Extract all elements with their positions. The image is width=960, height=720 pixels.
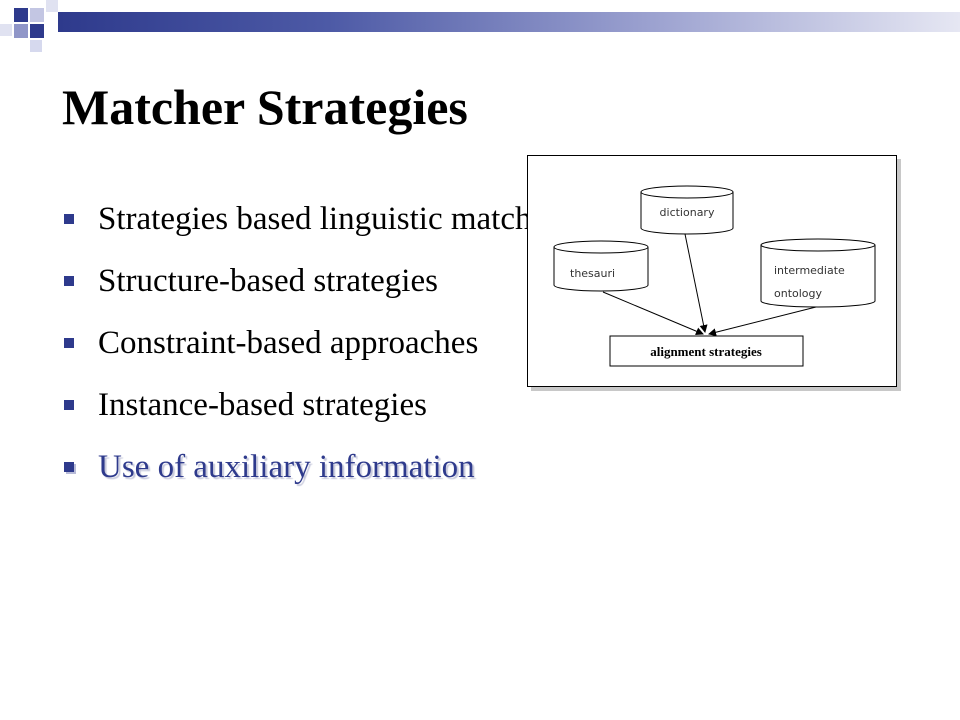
- bullet-text: Constraint-based approaches: [98, 324, 479, 361]
- bullet-text: Use of auxiliary information: [98, 448, 475, 485]
- dictionary-cylinder-icon: [640, 185, 734, 235]
- square-bullet-icon: [64, 214, 74, 224]
- bullet-item: Structure-based strategies: [64, 250, 574, 312]
- decor-square: [30, 8, 44, 22]
- bullet-text: Instance-based strategies: [98, 386, 427, 423]
- thesauri-arrow: [602, 291, 704, 335]
- bullet-list: Strategies based linguistic matching Str…: [64, 188, 574, 498]
- thesauri-label: thesauri: [570, 267, 615, 280]
- dictionary-label: dictionary: [660, 206, 715, 219]
- ontology-arrow: [708, 306, 817, 337]
- bullet-item: Constraint-based approaches: [64, 312, 574, 374]
- alignment-strategies-box: [609, 335, 804, 367]
- ontology-label-line1: intermediate: [774, 264, 845, 277]
- decor-square: [30, 24, 44, 38]
- ontology-cylinder-icon: [760, 238, 876, 308]
- bullet-item: Strategies based linguistic matching: [64, 188, 574, 250]
- bullet-item: Instance-based strategies: [64, 374, 574, 436]
- decor-square: [14, 24, 28, 38]
- square-bullet-icon: [64, 400, 74, 410]
- slide-title: Matcher Strategies: [62, 79, 468, 135]
- diagram-canvas: dictionary thesauri intermediate ontolog…: [553, 185, 876, 367]
- bullet-item-highlighted: Use of auxiliary information: [64, 436, 574, 498]
- ontology-label-line2: ontology: [774, 287, 823, 300]
- decor-square: [46, 0, 58, 12]
- auxiliary-info-diagram: dictionary thesauri intermediate ontolog…: [527, 155, 897, 387]
- decor-square: [0, 24, 12, 36]
- alignment-strategies-label: alignment strategies: [650, 344, 762, 359]
- decor-square: [30, 40, 42, 52]
- bullet-text: Strategies based linguistic matching: [98, 200, 574, 237]
- decor-square: [14, 8, 28, 22]
- dictionary-arrow: [684, 233, 708, 333]
- square-bullet-icon: [64, 462, 74, 472]
- bullet-text: Structure-based strategies: [98, 262, 438, 299]
- square-bullet-icon: [64, 338, 74, 348]
- header-decoration: [0, 0, 960, 52]
- header-gradient-bar: [58, 12, 960, 32]
- square-bullet-icon: [64, 276, 74, 286]
- thesauri-cylinder-icon: [553, 240, 649, 292]
